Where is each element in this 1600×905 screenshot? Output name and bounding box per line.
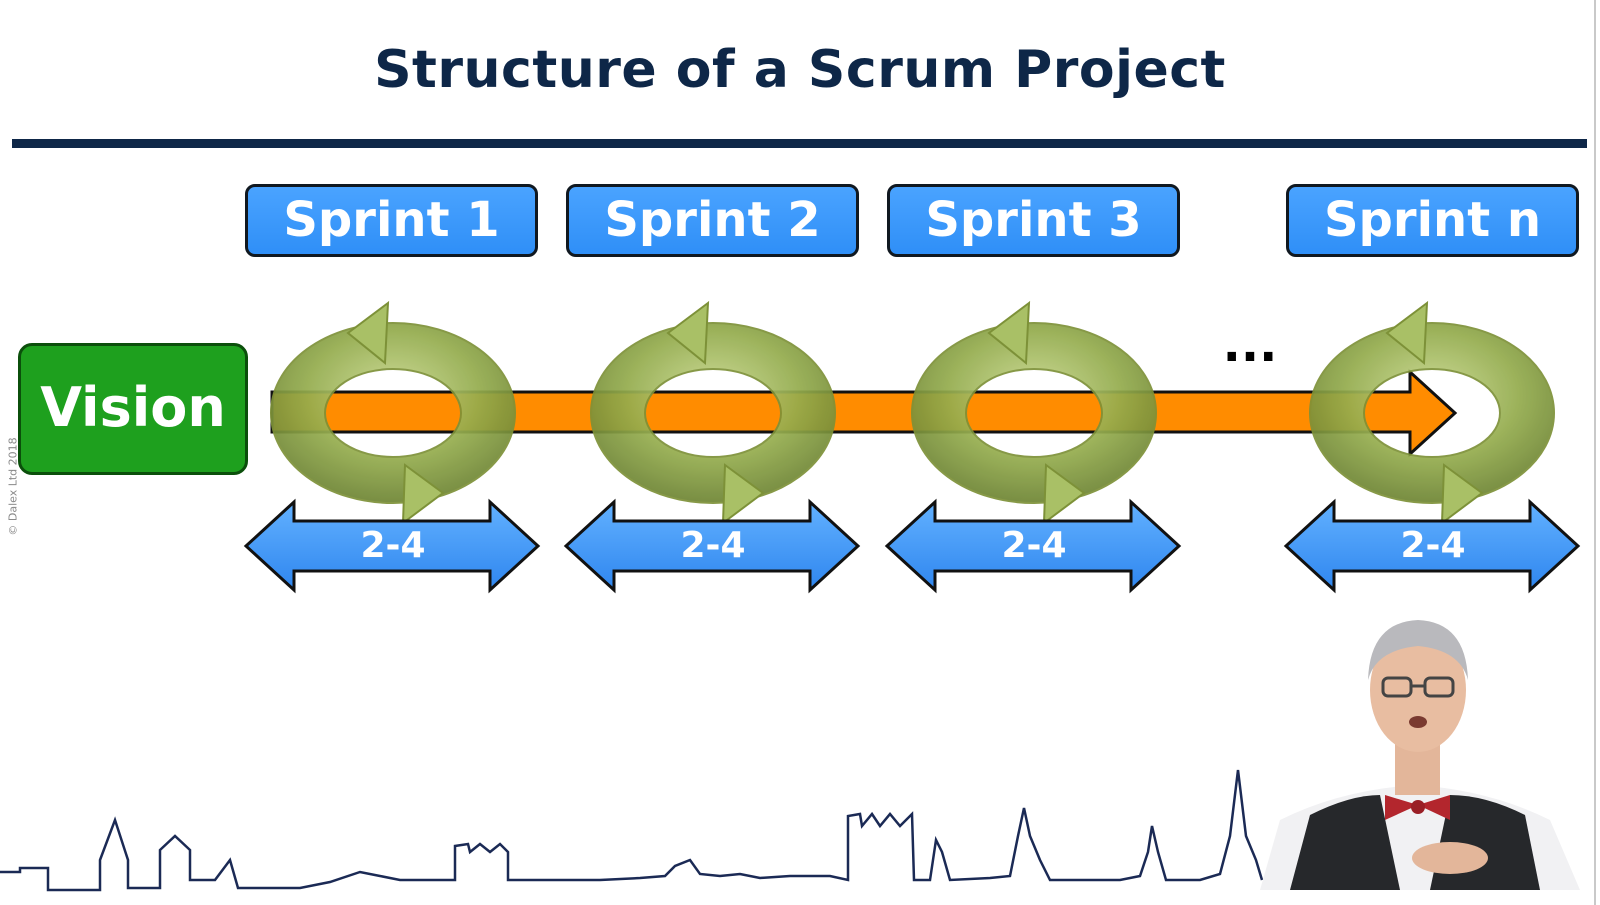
- sprint-2-duration: 2-4 Weeks: [646, 525, 780, 610]
- presenter-video: [1260, 620, 1580, 890]
- sprint-n-box: Sprint n: [1286, 184, 1579, 257]
- double-arrow-icon: [563, 498, 861, 594]
- double-arrow-icon: [243, 498, 541, 594]
- sprint-3-box: Sprint 3: [887, 184, 1180, 257]
- sprint-1-box: Sprint 1: [245, 184, 538, 257]
- title-divider: [12, 139, 1587, 148]
- double-arrow-icon: [884, 498, 1182, 594]
- sprint-cycle-icon: [269, 300, 517, 526]
- vision-box: Vision: [18, 343, 248, 475]
- sprint-cycle-icon: [910, 300, 1158, 526]
- double-arrow-icon: [1283, 498, 1581, 594]
- slide-edge: [1594, 0, 1596, 905]
- sprint-1-duration: 2-4 weeks: [329, 525, 457, 610]
- sprint-cycle-icon: [589, 300, 837, 526]
- more-sprints-ellipsis: ...: [1222, 317, 1278, 373]
- skyline-silhouette: [0, 769, 1264, 892]
- slide-title: Structure of a Scrum Project: [374, 40, 1226, 100]
- sprint-3-duration: 2-4 Weeks: [967, 525, 1101, 610]
- sprint-n-duration: 2-4 Weeks: [1366, 525, 1500, 610]
- sprint-cycle-icon: [1308, 300, 1556, 526]
- sprint-2-box: Sprint 2: [566, 184, 859, 257]
